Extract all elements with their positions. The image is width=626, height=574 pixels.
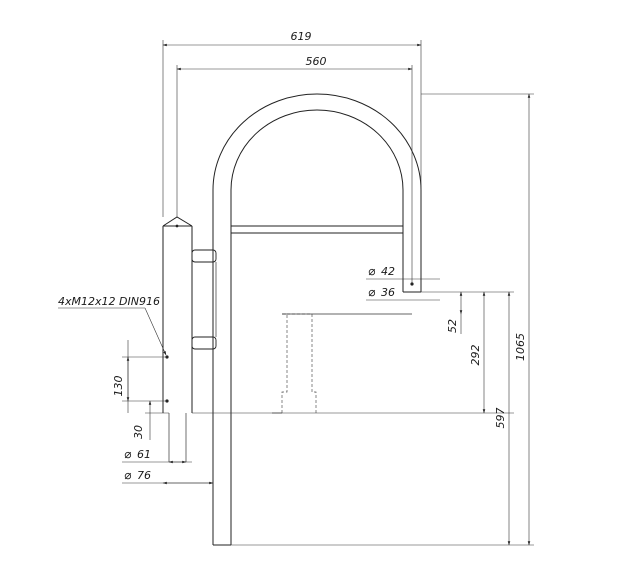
dim-overall-width: 619 — [162, 30, 422, 217]
fastener-note: 4xM12x12 DIN916 — [58, 295, 160, 308]
dim-52: 52 — [446, 291, 463, 334]
dim-post-diameters: ⌀ 61 ⌀ 76 — [122, 447, 214, 485]
dim-619-label: 619 — [291, 30, 312, 43]
dim-1065-label: 1065 — [514, 333, 527, 361]
dim-30-label: 30 — [132, 425, 145, 439]
dim-130-label: 130 — [112, 376, 125, 397]
dim-bolt-offset: 30 — [132, 400, 169, 440]
diameter-symbol: ⌀ — [124, 468, 132, 482]
dim-diameter-76-label: 76 — [137, 469, 151, 482]
dim-560-label: 560 — [306, 55, 327, 68]
dim-spout-diameters: ⌀ 42 ⌀ 36 — [366, 264, 440, 301]
dim-diameter-61-label: 61 — [137, 448, 151, 461]
dim-bolt-spacing: 130 — [112, 340, 167, 413]
diameter-symbol: ⌀ — [368, 264, 376, 278]
dim-597-label: 597 — [494, 408, 507, 429]
dim-inner-width: 560 — [176, 55, 413, 284]
pipe-assembly — [212, 93, 422, 546]
dim-52-label: 52 — [446, 319, 459, 333]
mounting-post — [162, 216, 217, 462]
dim-diameter-42-label: 42 — [381, 265, 395, 278]
dim-597: 597 — [192, 291, 514, 546]
reference-basin — [272, 313, 412, 414]
dim-292: 292 — [469, 291, 486, 414]
dim-diameter-36-label: 36 — [381, 286, 395, 299]
dim-292-label: 292 — [469, 345, 482, 366]
diameter-symbol: ⌀ — [368, 285, 376, 299]
diameter-symbol: ⌀ — [124, 447, 132, 461]
fastener-callout: 4xM12x12 DIN916 — [58, 295, 167, 356]
dim-total-height: 1065 — [231, 93, 534, 546]
